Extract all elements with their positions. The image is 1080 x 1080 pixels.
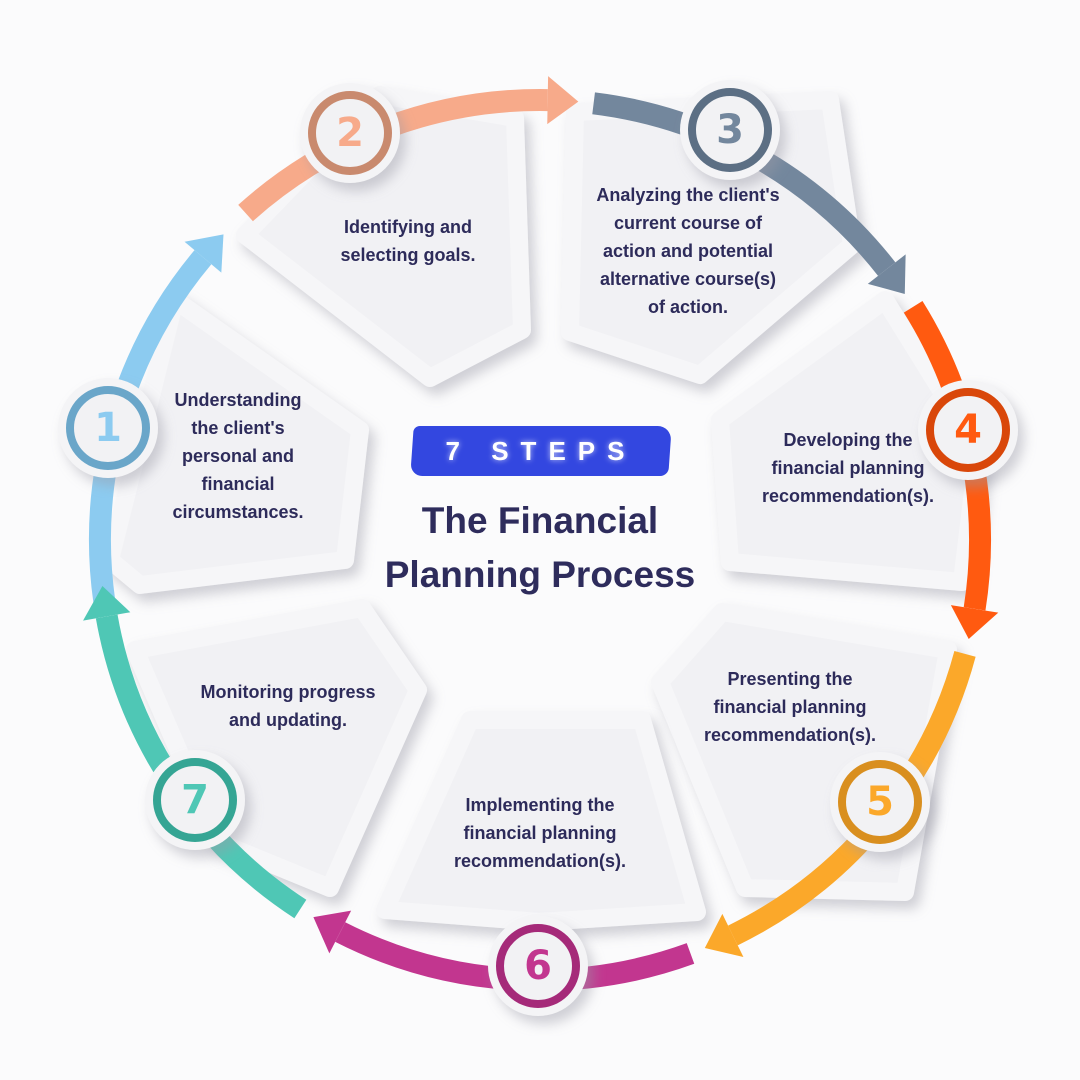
step-6-text: Implementing the financial planning reco… xyxy=(453,795,627,871)
step-6-badge-ring xyxy=(496,924,580,1008)
step-6-card xyxy=(376,711,706,931)
step-3-badge-ring xyxy=(688,88,772,172)
step-1-arrowhead-icon xyxy=(184,234,224,273)
step-4-number: 4 xyxy=(954,407,982,453)
title-line-1: The Financial xyxy=(421,500,659,541)
title-line-2: Planning Process xyxy=(384,554,696,595)
step-7-number: 7 xyxy=(181,777,209,823)
step-1-number: 1 xyxy=(94,405,122,451)
step-2-arrowhead-icon xyxy=(547,76,579,125)
step-6-number: 6 xyxy=(524,943,552,989)
step-2-text: Identifying and selecting goals. xyxy=(340,217,476,265)
step-3-text: Analyzing the client's current course of… xyxy=(596,185,780,317)
steps-badge-label: 7 STEPS xyxy=(445,436,637,466)
step-3-arrowhead-icon xyxy=(867,254,906,294)
step-7-arrowhead-icon xyxy=(83,585,131,621)
step-1-card xyxy=(101,291,369,594)
step-2-badge-ring xyxy=(308,91,392,175)
step-5-badge-ring xyxy=(838,760,922,844)
step-4-badge-ring xyxy=(926,388,1010,472)
step-6-arrowhead-icon xyxy=(313,910,352,954)
step-2-number: 2 xyxy=(336,110,364,156)
step-5-number: 5 xyxy=(866,779,894,825)
step-5-arrowhead-icon xyxy=(704,913,744,958)
step-5-card xyxy=(651,603,957,901)
step-5-text: Presenting the financial planning recomm… xyxy=(703,669,877,745)
step-3-number: 3 xyxy=(716,107,744,153)
step-4-arrowhead-icon xyxy=(950,605,999,639)
step-7-text: Monitoring progress and updating. xyxy=(200,682,376,730)
step-1-text: Understanding the client's personal and … xyxy=(172,390,304,522)
step-7-badge-ring xyxy=(153,758,237,842)
step-4-text: Developing the financial planning recomm… xyxy=(761,430,935,506)
step-1-badge-ring xyxy=(66,386,150,470)
